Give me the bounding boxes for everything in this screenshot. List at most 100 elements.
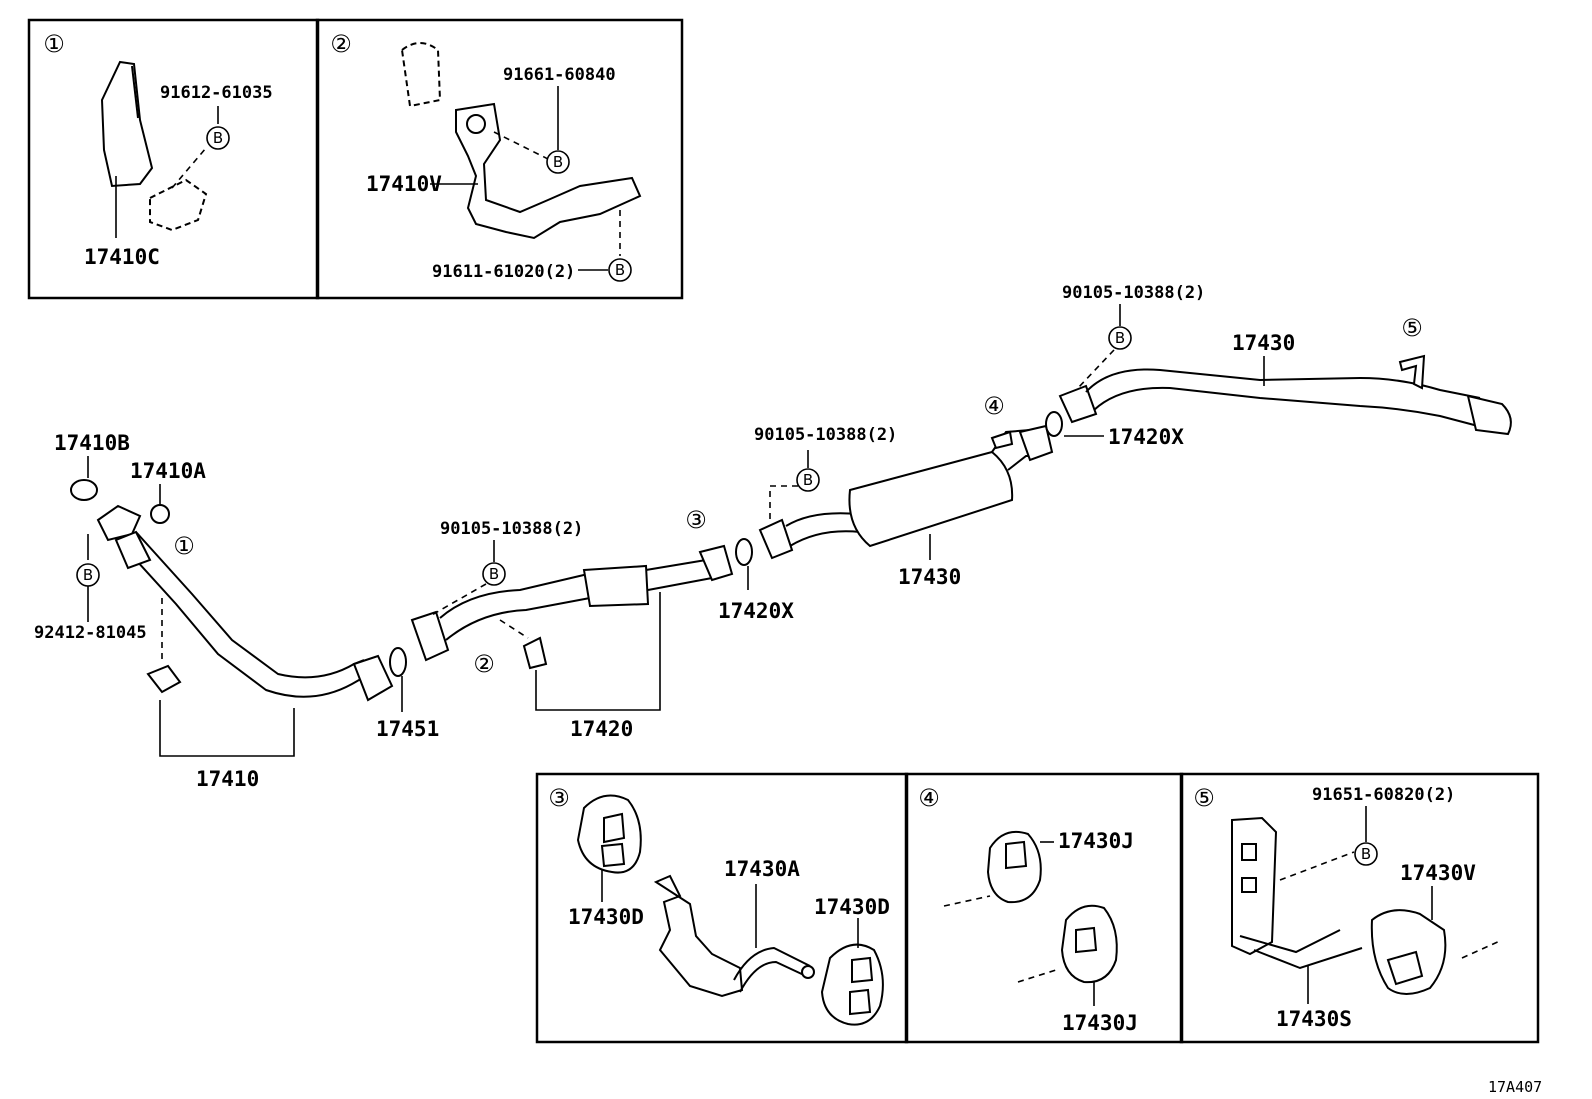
detail-box-5-frame bbox=[1179, 772, 1540, 1044]
detail-box-4-frame bbox=[904, 772, 1184, 1044]
hanger-17430J-top-rod bbox=[943, 895, 991, 907]
bolt-b-letter: B bbox=[83, 566, 93, 584]
label-17430D-right: 17430D bbox=[814, 895, 890, 919]
detail-box-5: ⑤ B 91651-60820(2) 17430V 17430S bbox=[1179, 772, 1540, 1044]
muffler-front-flange bbox=[758, 518, 794, 560]
nut-17410A bbox=[150, 504, 170, 524]
bracket-17430A-rod-lower bbox=[739, 960, 807, 993]
bolt-b-letter: B bbox=[1115, 329, 1125, 347]
clamp-ghost-shape bbox=[149, 178, 208, 232]
bolt-b-letter: B bbox=[489, 565, 499, 583]
label-17410C: 17410C bbox=[84, 245, 160, 269]
tail-pipe-lower-edge bbox=[1093, 386, 1479, 427]
bolt-b-letter: B bbox=[553, 153, 563, 171]
bolt-b-symbol bbox=[796, 468, 820, 492]
front-pipe-upper-edge bbox=[115, 537, 367, 698]
front-pipe-rear-flange bbox=[352, 654, 394, 702]
label-17430S: 17430S bbox=[1276, 1007, 1352, 1031]
detail-box-5-number: ⑤ bbox=[1193, 784, 1215, 812]
gasket-17420X-b bbox=[1045, 411, 1063, 437]
detail-box-4: ④ 17430J 17430J bbox=[904, 772, 1184, 1044]
label-17430A: 17430A bbox=[724, 857, 800, 881]
center-pipe-converter bbox=[582, 564, 650, 608]
ref-4: ④ bbox=[983, 392, 1005, 420]
detail-box-2: ② B 91661-60840 17410V B 91611-61020(2) bbox=[315, 18, 684, 300]
detail-box-2-frame bbox=[315, 18, 684, 300]
gasket-17451 bbox=[389, 647, 407, 677]
bolt-b-letter: B bbox=[213, 129, 223, 147]
bolt-b-symbol bbox=[206, 126, 230, 150]
center-pipe-lower-edge bbox=[445, 597, 591, 641]
center-pipe-upper-edge bbox=[439, 573, 589, 619]
center-pipe-rear-flange bbox=[698, 544, 734, 582]
label-90105-10388-a: 90105-10388(2) bbox=[440, 519, 583, 539]
bolt-b-symbol bbox=[1354, 842, 1378, 866]
hanger-17430D-right-inner-b bbox=[849, 988, 872, 1016]
label-17410B: 17410B bbox=[54, 431, 130, 455]
tail-pipe-hanger bbox=[1398, 354, 1426, 390]
detail-box-2-number: ② bbox=[330, 30, 352, 58]
bolt-b-symbol bbox=[482, 562, 506, 586]
label-17430J-top: 17430J bbox=[1058, 829, 1134, 853]
hanger-17430D-left-inner-b bbox=[600, 842, 626, 868]
label-17430-muffler: 17430 bbox=[898, 565, 961, 589]
bracket-17430A-end bbox=[801, 965, 815, 979]
center-hanger-dash bbox=[499, 619, 529, 639]
front-pipe-flange bbox=[96, 504, 142, 542]
bolt-dash-b bbox=[769, 485, 798, 524]
center-pipe-hanger bbox=[522, 636, 548, 670]
bolt-b-symbol bbox=[608, 258, 632, 282]
figure-code: 17A407 bbox=[1488, 1078, 1542, 1096]
bracket-17430A-rod-upper bbox=[733, 946, 811, 981]
bracket-17430S-rod-upper bbox=[1253, 947, 1363, 970]
bolt-b-letter: B bbox=[1361, 845, 1371, 863]
hanger-17430V bbox=[1370, 909, 1447, 995]
detail-box-1-frame bbox=[27, 18, 320, 300]
label-17430-tail: 17430 bbox=[1232, 331, 1295, 355]
front-pipe-flex bbox=[114, 530, 152, 570]
gasket-17410B bbox=[70, 479, 98, 501]
bolt-b-letter: B bbox=[803, 471, 813, 489]
tail-pipe-tip bbox=[1466, 394, 1512, 436]
label-90105-10388-c: 90105-10388(2) bbox=[1062, 283, 1205, 303]
main-assembly: 17410B 17410A ① B 92412-81045 17410 1745… bbox=[34, 283, 1512, 791]
label-90105-10388-b: 90105-10388(2) bbox=[754, 425, 897, 445]
gasket-17420X-a bbox=[735, 538, 753, 566]
detail-box-1-number: ① bbox=[43, 30, 65, 58]
hanger-ghost-shape bbox=[400, 42, 442, 108]
muffler-rear-flange bbox=[1018, 424, 1054, 462]
detail-box-4-number: ④ bbox=[918, 784, 940, 812]
bracket-17430S-slot-b bbox=[1241, 877, 1257, 893]
label-91661-60840: 91661-60840 bbox=[503, 65, 616, 85]
bolt-b-letter: B bbox=[615, 261, 625, 279]
bracket-17430S-rod-lower bbox=[1239, 929, 1341, 954]
label-17420: 17420 bbox=[570, 717, 633, 741]
hanger-17430J-bottom-rod bbox=[1017, 969, 1057, 983]
label-17430J-bottom: 17430J bbox=[1062, 1011, 1138, 1035]
muffler-hanger bbox=[990, 430, 1014, 450]
ref-3: ③ bbox=[685, 506, 707, 534]
detail-box-1: ① B 91612-61035 17410C bbox=[27, 18, 320, 300]
bracket-17410C-edge bbox=[131, 65, 139, 119]
front-pipe-lower-edge bbox=[135, 531, 365, 679]
bracket-17410C-shape bbox=[100, 60, 154, 188]
hanger-17430V-rod bbox=[1461, 939, 1503, 959]
hanger-hole-top bbox=[466, 114, 486, 134]
label-17420X-b: 17420X bbox=[1108, 425, 1184, 449]
ref-2: ② bbox=[473, 650, 495, 678]
bolt-b-symbol bbox=[546, 150, 570, 174]
bolt-dash-c bbox=[1077, 349, 1115, 389]
label-17430D-left: 17430D bbox=[568, 905, 644, 929]
label-17410V: 17410V bbox=[366, 172, 442, 196]
ref-1: ① bbox=[173, 532, 195, 560]
bracket-17420 bbox=[535, 592, 661, 711]
hanger-17430D-right-inner-a bbox=[851, 956, 874, 984]
label-17410: 17410 bbox=[196, 767, 259, 791]
front-pipe-clamp bbox=[146, 664, 182, 694]
label-91612-61035: 91612-61035 bbox=[160, 83, 273, 103]
bracket-17430S-slot-a bbox=[1241, 843, 1257, 861]
bracket-17410 bbox=[159, 700, 295, 757]
center-pipe-front-flange bbox=[410, 610, 450, 662]
label-91611-61020: 91611-61020(2) bbox=[432, 262, 575, 282]
